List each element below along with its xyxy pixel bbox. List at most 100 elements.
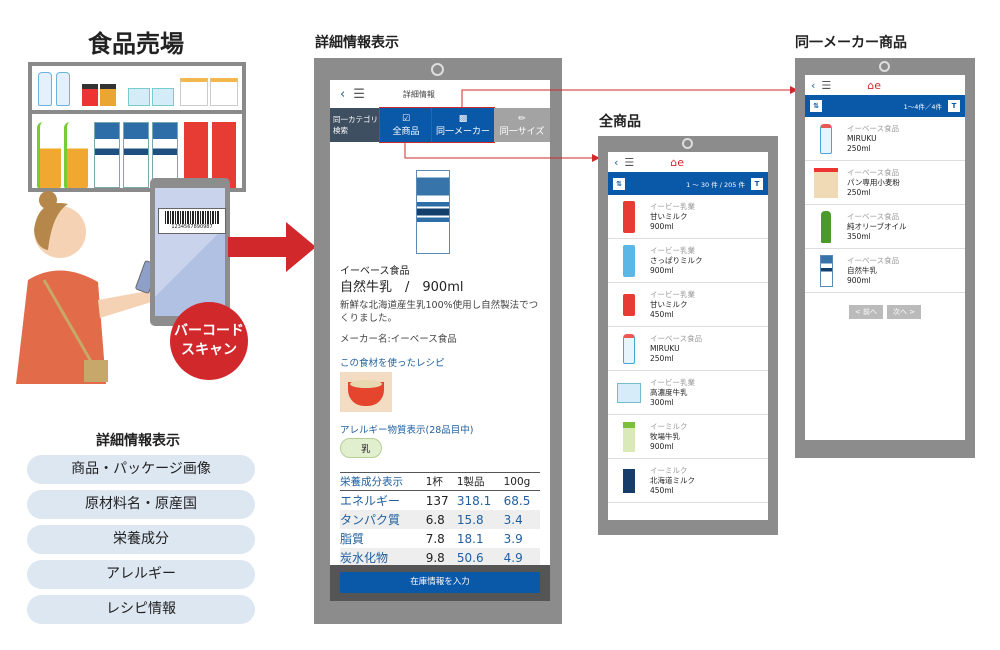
item-size: 450ml [650,309,674,319]
app-logo-icon: ⌂e [867,78,882,92]
barcode-scan-badge: バーコードスキャン [170,302,248,380]
all-products-title: 全商品 [599,114,641,130]
tab-label: 同一カテゴリ [333,115,378,124]
item-name: 甘いミルク [650,211,688,221]
feature-list-title: 詳細情報表示 [96,433,180,449]
feature-item: アレルギー [27,560,255,589]
menu-icon[interactable]: ☰ [624,155,635,169]
feature-item: 商品・パッケージ画像 [27,455,255,484]
recipe-title: この食材を使ったレシピ [340,358,445,369]
item-maker: イービー乳業 [650,201,695,211]
tab-same-maker[interactable]: ▩同一メーカー [431,107,495,143]
bottle-icon [820,123,832,154]
sort-icon[interactable]: ⇅ [810,100,822,112]
item-maker: イーベース食品 [847,255,900,265]
tab-all-products[interactable]: ☑全商品 [379,107,433,143]
header-title: 詳細情報 [402,89,435,99]
item-size: 250ml [847,143,871,153]
milk-carton-icon [819,254,833,287]
item-maker: イーミルク [650,421,688,431]
detail-section-title: 詳細情報表示 [315,35,399,51]
result-count: 1 ～ 30 件 / 205 件 [686,180,745,189]
prev-page-button[interactable]: < 前へ [848,305,883,319]
item-maker: イービー乳業 [650,377,695,387]
menu-icon[interactable]: ☰ [821,78,832,92]
item-maker: イーベース食品 [650,333,703,343]
product-name: 自然牛乳 / 900ml [340,280,464,295]
red-carton-small-icon [623,293,635,316]
item-maker: イーベース食品 [847,167,900,177]
item-size: 250ml [650,353,674,363]
item-maker: イーベース食品 [847,211,900,221]
back-icon[interactable]: ‹ [811,78,816,92]
item-name: 自然牛乳 [847,265,877,275]
sort-icon[interactable]: ⇅ [613,177,625,190]
shopper-illustration [16,191,159,384]
item-maker: イーベース食品 [847,123,900,133]
enter-stock-button[interactable]: 在庫情報を入力 [340,572,540,593]
filter-icon[interactable]: T [751,177,763,190]
box-icon [617,382,641,403]
item-name: MIRUKU [847,133,877,143]
item-name: 高濃度牛乳 [650,387,688,397]
item-name: パン専用小麦粉 [847,177,900,187]
item-name: 純オリーブオイル [847,221,907,231]
category-tabs: 同一カテゴリ検索 ☑全商品 ▩同一メーカー ✏同一サイズ [330,107,550,143]
product-image [330,142,550,262]
item-size: 900ml [847,275,871,285]
allergy-title: アレルギー物質表示(28品目中) [340,425,474,436]
navy-carton-icon [623,468,635,493]
lightblue-carton-icon [623,244,635,277]
item-name: 牧場牛乳 [650,431,680,441]
feature-item: 原材料名・原産国 [27,490,255,519]
feature-item: レシピ情報 [27,595,255,624]
allergy-tag-milk: 乳 [340,438,382,458]
product-description: 新鮮な北海道産生乳100%使用し自然製法でつくりました。 [340,300,539,324]
green-carton-icon [623,421,635,452]
detail-phone: ‹ ☰ 詳細情報 同一カテゴリ検索 ☑全商品 ▩同一メーカー ✏同一サイズ イー… [314,58,562,624]
recipe-thumbnail[interactable] [340,372,392,412]
tab-label: 検索 [333,126,348,135]
tab-same-size[interactable]: ✏同一サイズ [494,108,550,142]
flow-arrow-icon [228,222,316,272]
item-name: さっぱりミルク [650,255,703,265]
same-maker-title: 同一メーカー商品 [795,35,907,51]
item-size: 900ml [650,265,674,275]
menu-icon[interactable]: ☰ [353,86,365,102]
feature-item: 栄養成分 [27,525,255,554]
item-maker: イービー乳業 [650,245,695,255]
back-icon[interactable]: ‹ [614,155,619,169]
product-maker: イーベース食品 [340,266,410,277]
camera-icon [431,63,444,76]
item-size: 900ml [650,221,674,231]
filter-icon[interactable]: T [948,100,960,112]
result-count: 1～4件／4件 [903,103,942,111]
store-shelf [28,62,246,192]
back-icon[interactable]: ‹ [340,86,346,102]
flour-bag-icon [814,167,838,198]
item-name: MIRUKU [650,343,680,353]
store-title: 食品売場 [88,30,184,58]
app-logo-icon: ⌂e [670,155,685,169]
bottle-icon [623,333,635,364]
next-page-button[interactable]: 次へ > [887,305,922,319]
